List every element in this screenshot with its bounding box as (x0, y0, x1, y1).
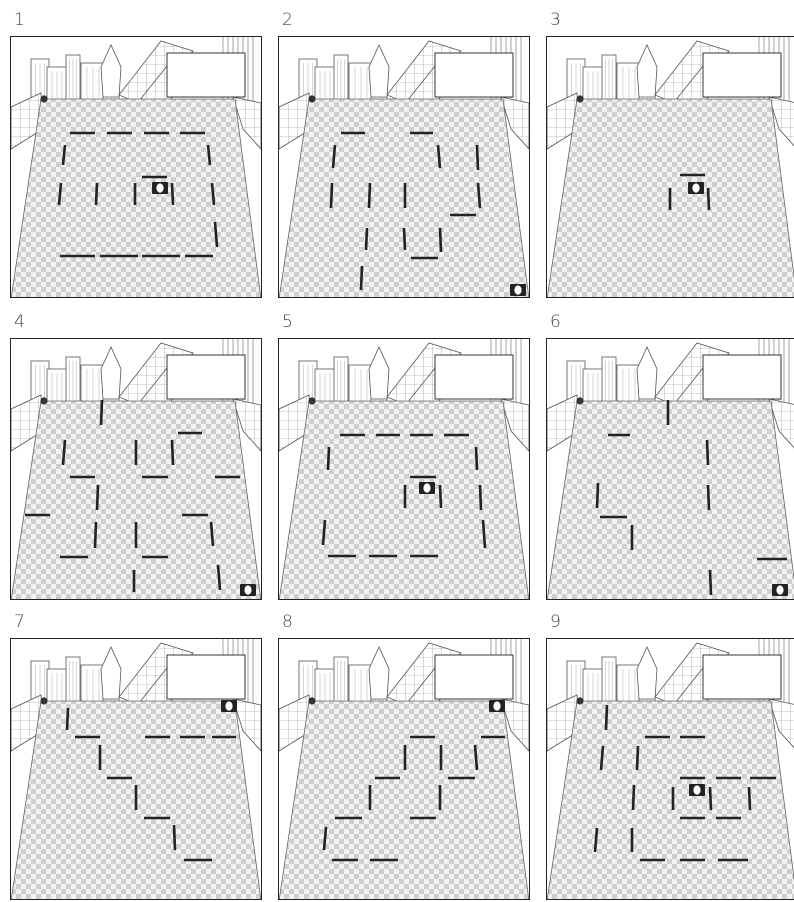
maze-wall (708, 485, 709, 510)
maze-wall (361, 266, 362, 290)
puzzle-panel-4: 4 (10, 312, 264, 602)
exit-token-icon (772, 584, 788, 596)
start-marker (308, 697, 315, 704)
exit-token-icon (489, 700, 505, 712)
puzzle-panel-2: 2 (278, 10, 532, 300)
start-marker (308, 397, 315, 404)
maze-canvas (547, 339, 794, 599)
maze-frame (10, 638, 262, 900)
maze-canvas (11, 639, 261, 899)
maze-wall (101, 400, 102, 425)
blank-sign (167, 655, 245, 699)
maze-wall (633, 785, 634, 810)
blank-sign (167, 355, 245, 399)
blank-sign (167, 53, 245, 97)
blank-sign (435, 355, 513, 399)
start-marker (576, 697, 583, 704)
maze-wall (480, 485, 481, 510)
panel-number: 9 (550, 612, 561, 632)
maze-wall (606, 705, 607, 730)
maze-frame (278, 338, 530, 600)
maze-wall (440, 485, 441, 508)
start-marker (40, 397, 47, 404)
player-token-icon (688, 182, 704, 194)
panel-number: 6 (550, 312, 561, 332)
panel-number: 1 (14, 10, 25, 30)
player-token-icon (689, 784, 705, 796)
blank-sign (435, 655, 513, 699)
maze-frame (10, 36, 262, 298)
panel-number: 4 (14, 312, 25, 332)
start-marker (308, 95, 315, 102)
maze-wall (749, 787, 750, 810)
maze-wall (707, 440, 708, 465)
puzzle-panel-1: 1 (10, 10, 264, 300)
maze-wall (96, 183, 97, 205)
panel-number: 5 (282, 312, 293, 332)
maze-wall (597, 483, 598, 508)
exit-token-icon (240, 584, 256, 596)
maze-frame (278, 638, 530, 900)
blank-sign (703, 655, 781, 699)
checkered-floor (11, 401, 261, 599)
panel-number: 3 (550, 10, 561, 30)
maze-canvas (279, 37, 529, 297)
blank-sign (703, 53, 781, 97)
start-marker (40, 95, 47, 102)
maze-canvas (11, 339, 261, 599)
panel-number: 7 (14, 612, 25, 632)
puzzle-panel-6: 6 (546, 312, 794, 602)
blank-sign (703, 355, 781, 399)
maze-wall (366, 228, 367, 250)
start-marker (576, 397, 583, 404)
checkered-floor (279, 701, 529, 899)
maze-wall (476, 447, 477, 470)
maze-wall (710, 787, 711, 810)
maze-wall (67, 708, 68, 730)
start-marker (40, 697, 47, 704)
exit-token-icon (221, 700, 237, 712)
puzzle-panel-8: 8 (278, 612, 532, 902)
maze-wall (97, 485, 98, 510)
maze-wall (637, 746, 638, 770)
exit-token-icon (510, 284, 526, 296)
player-token-icon (419, 482, 435, 494)
maze-frame (546, 338, 794, 600)
puzzle-panel-5: 5 (278, 312, 532, 602)
puzzle-panel-3: 3 (546, 10, 794, 300)
maze-wall (172, 440, 173, 465)
start-marker (576, 95, 583, 102)
panel-number: 2 (282, 10, 293, 30)
maze-frame (10, 338, 262, 600)
player-token-icon (152, 182, 168, 194)
maze-wall (369, 183, 370, 208)
maze-canvas (279, 339, 529, 599)
panel-number: 8 (282, 612, 293, 632)
puzzle-panel-9: 9 (546, 612, 794, 902)
maze-wall (331, 183, 332, 208)
maze-frame (278, 36, 530, 298)
maze-canvas (547, 37, 794, 297)
checkered-floor (547, 701, 794, 899)
maze-wall (328, 447, 329, 470)
maze-wall (404, 228, 405, 250)
maze-wall (174, 825, 175, 850)
maze-frame (546, 638, 794, 900)
maze-wall (710, 570, 711, 595)
checkered-floor (547, 401, 794, 599)
maze-wall (95, 522, 96, 548)
maze-canvas (279, 639, 529, 899)
maze-wall (172, 183, 173, 205)
maze-canvas (547, 639, 794, 899)
maze-wall (708, 188, 709, 210)
blank-sign (435, 53, 513, 97)
maze-frame (546, 36, 794, 298)
maze-wall (477, 145, 478, 170)
maze-canvas (11, 37, 261, 297)
maze-wall (440, 228, 441, 252)
puzzle-panel-7: 7 (10, 612, 264, 902)
